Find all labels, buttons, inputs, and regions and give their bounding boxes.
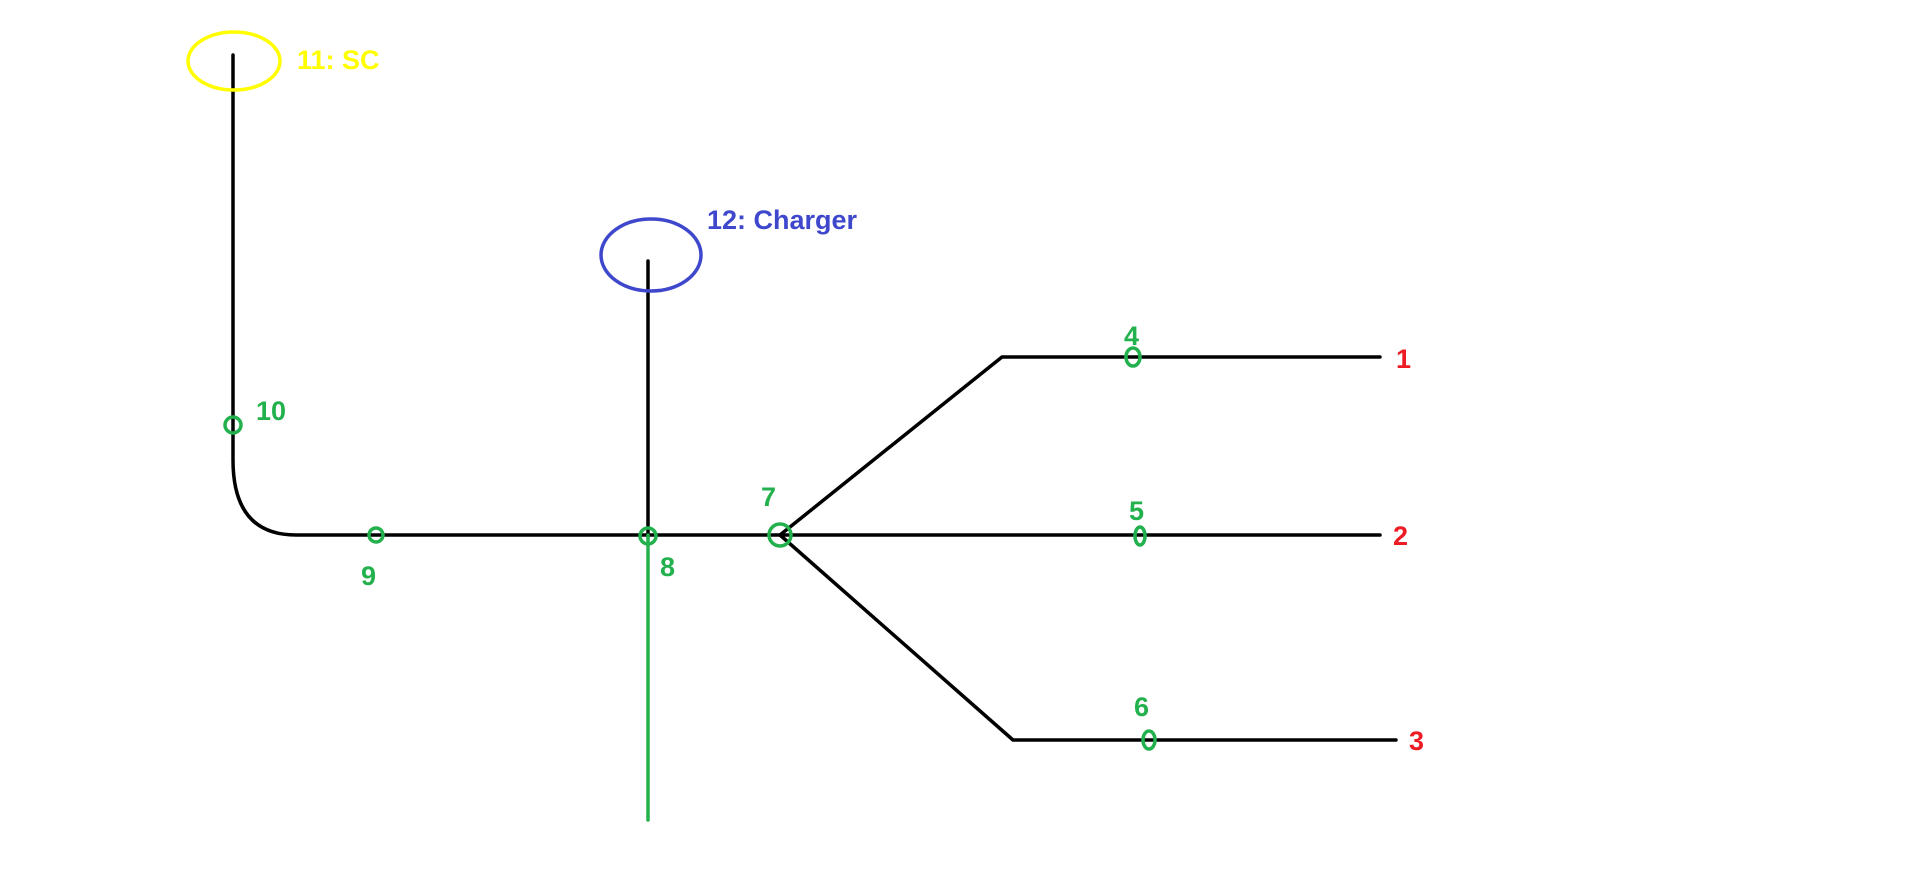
node-6-label: 6 bbox=[1134, 692, 1149, 722]
node-5-marker bbox=[1133, 525, 1147, 547]
node-5-label: 5 bbox=[1129, 496, 1144, 526]
terminal-3-label: 3 bbox=[1409, 726, 1424, 756]
labels: 1 2 3 4 5 6 7 8 9 10 11: SC 12: Charger bbox=[256, 45, 1424, 756]
sc-ellipse bbox=[186, 30, 282, 92]
wiring bbox=[231, 53, 1398, 742]
node-9-label: 9 bbox=[361, 561, 376, 591]
node-7-label: 7 bbox=[761, 482, 776, 512]
wire-branch-1 bbox=[778, 355, 1382, 537]
charger-label: 12: Charger bbox=[707, 205, 858, 235]
node-10-label: 10 bbox=[256, 396, 286, 426]
terminal-1-label: 1 bbox=[1396, 344, 1411, 374]
node-10-marker bbox=[223, 415, 243, 435]
sc-label: 11: SC bbox=[297, 45, 380, 75]
node-8-marker bbox=[638, 526, 658, 546]
wire-sc-to-bus bbox=[231, 53, 782, 537]
wire-branch-3 bbox=[778, 533, 1398, 742]
node-7-marker bbox=[767, 522, 793, 548]
node-markers bbox=[223, 346, 1157, 751]
charger-ellipse bbox=[599, 217, 703, 293]
node-4-marker bbox=[1124, 346, 1142, 368]
node-8-label: 8 bbox=[660, 552, 675, 582]
node-9-marker bbox=[367, 526, 385, 544]
terminal-2-label: 2 bbox=[1393, 521, 1408, 551]
node-4-label: 4 bbox=[1124, 321, 1139, 351]
node-6-marker bbox=[1141, 729, 1157, 751]
